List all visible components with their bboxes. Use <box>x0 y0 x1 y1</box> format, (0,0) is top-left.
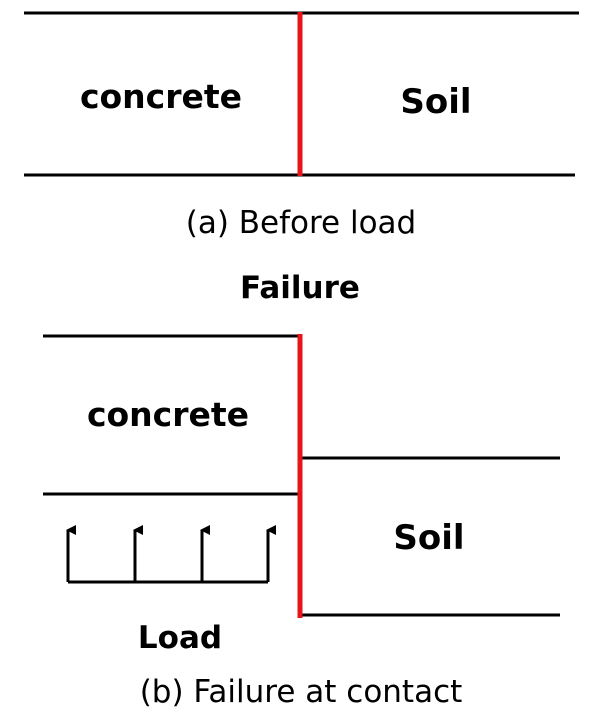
panel-a-caption: (a) Before load <box>186 205 417 241</box>
panel-a-soil-label: Soil <box>400 82 471 122</box>
panel-b-concrete-label: concrete <box>87 395 249 434</box>
panel-a: concrete Soil (a) Before load <box>24 11 579 241</box>
panel-b: Failure concrete Soil Load (b) Failure a… <box>43 270 560 710</box>
panel-b-caption: (b) Failure at contact <box>140 674 463 710</box>
panel-b-soil-label: Soil <box>393 518 464 558</box>
failure-label: Failure <box>240 270 360 306</box>
load-arrows <box>66 525 276 584</box>
load-label: Load <box>138 620 222 656</box>
panel-a-concrete-label: concrete <box>80 77 242 116</box>
